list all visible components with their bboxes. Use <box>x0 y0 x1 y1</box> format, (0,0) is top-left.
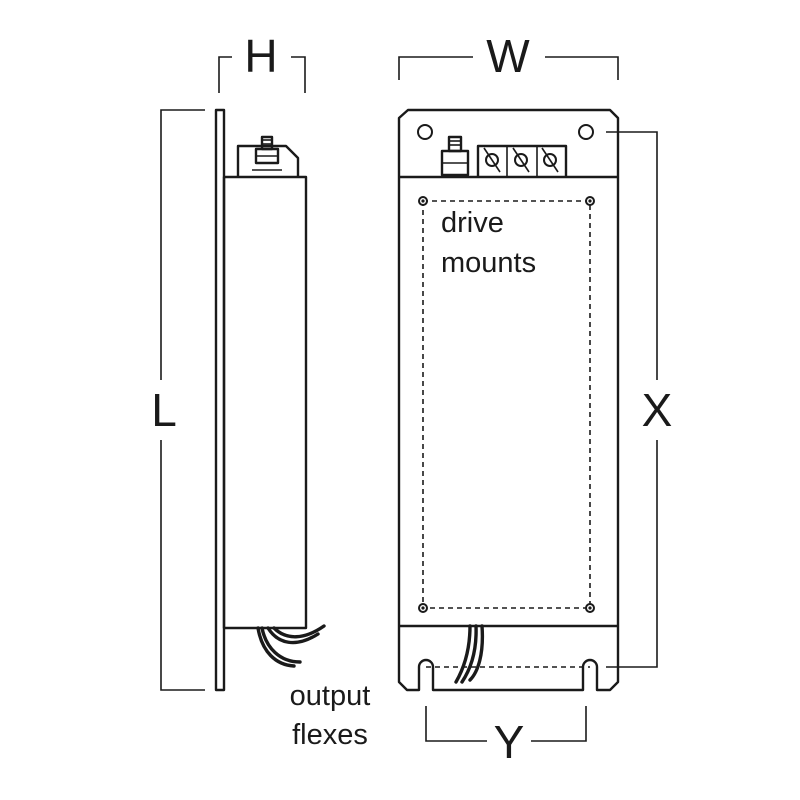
side-view: H L output flexes <box>151 30 370 751</box>
front-plate-outline <box>397 108 620 692</box>
side-filter-body <box>222 175 308 630</box>
dimension-y: Y <box>425 706 587 768</box>
dimension-x-label: X <box>642 384 673 436</box>
drive-mounts-outline <box>422 200 591 609</box>
dimension-w-label: W <box>486 30 530 82</box>
front-view: drive mounts W X Y <box>397 30 673 768</box>
front-earth-stud <box>440 135 470 177</box>
dimension-y-label: Y <box>494 716 525 768</box>
dimension-l-label: L <box>151 384 177 436</box>
dimension-x: X <box>606 131 673 668</box>
side-output-cables <box>256 624 326 668</box>
dimension-h-label: H <box>244 30 277 82</box>
side-terminal-bracket <box>236 144 300 177</box>
dimension-w: W <box>398 30 619 82</box>
output-flexes-label-line1: output <box>290 680 371 712</box>
top-right-mounting-hole <box>578 124 594 140</box>
top-left-mounting-hole <box>417 124 433 140</box>
side-earth-stud <box>252 135 282 171</box>
terminal-block <box>476 144 568 177</box>
dimension-l: L <box>151 109 205 691</box>
drive-mount-holes <box>418 196 595 613</box>
front-output-cables <box>454 624 485 684</box>
output-flexes-label-line2: flexes <box>292 719 368 751</box>
dimension-h: H <box>218 30 306 93</box>
drive-mounts-label-line1: drive <box>441 207 504 239</box>
drive-mounts-label-line2: mounts <box>441 247 536 279</box>
